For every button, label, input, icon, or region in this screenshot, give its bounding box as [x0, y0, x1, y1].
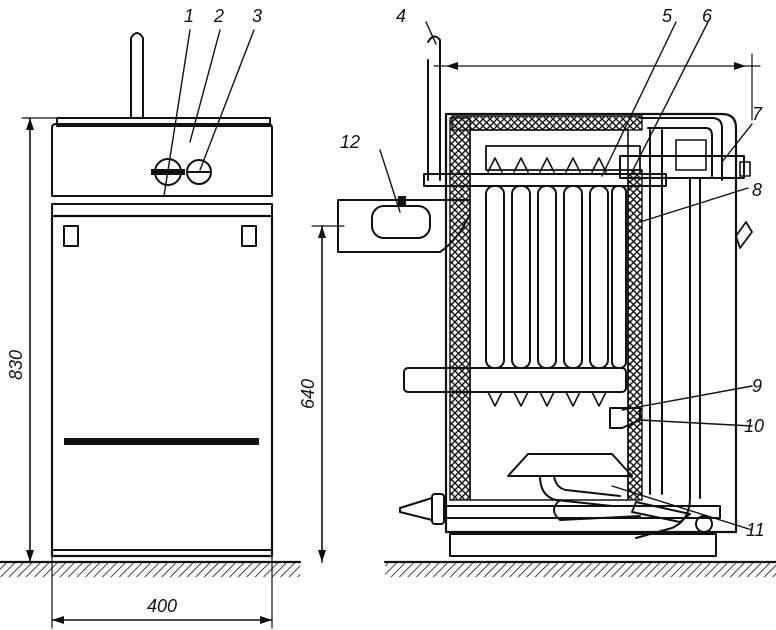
section-view [337, 35, 753, 557]
leader-9 [621, 385, 753, 411]
dim-width-400 [51, 555, 273, 629]
leader-10 [639, 419, 753, 427]
leader-1 [163, 29, 191, 197]
leader-11 [611, 485, 753, 531]
control-knob-2 [186, 159, 212, 185]
callout-2: 2 [213, 6, 224, 26]
dim-width-400-text: 400 [147, 596, 177, 616]
callout-10: 10 [744, 416, 764, 436]
callout-4: 4 [396, 6, 406, 26]
callout-1: 1 [184, 6, 194, 26]
leader-12 [379, 149, 401, 213]
callout-3: 3 [252, 6, 262, 26]
front-view [50, 32, 274, 558]
leader-7 [721, 123, 753, 163]
dim-height-640-text: 640 [298, 379, 318, 409]
ground-left [0, 560, 302, 577]
leader-3 [199, 29, 255, 171]
callout-12: 12 [340, 132, 360, 152]
leader-2 [189, 29, 221, 143]
callout-6: 6 [702, 6, 713, 26]
ground-right [383, 560, 776, 577]
callout-5: 5 [662, 6, 673, 26]
leader-8 [639, 187, 749, 223]
callout-8: 8 [752, 180, 762, 200]
dim-height-830-text: 830 [6, 350, 26, 380]
callout-11: 11 [746, 520, 765, 540]
leader-5 [601, 21, 677, 177]
leader-6 [631, 21, 709, 173]
dim-top-width [433, 53, 761, 121]
callout-9: 9 [752, 376, 762, 396]
leader-4 [425, 21, 437, 45]
callout-7: 7 [752, 104, 763, 124]
dim-height-640 [311, 225, 345, 563]
dim-height-830 [21, 117, 58, 563]
